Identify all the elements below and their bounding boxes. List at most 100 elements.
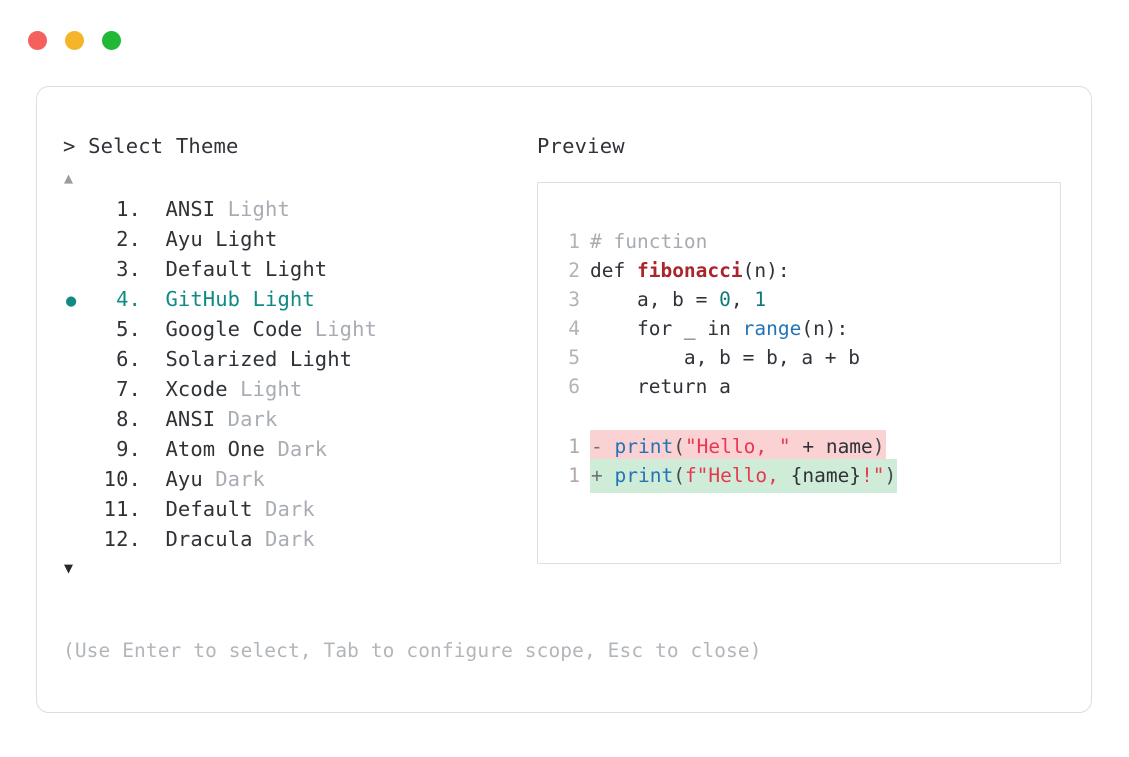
window-traffic-lights: [28, 31, 121, 50]
theme-item-index: 10.: [103, 467, 141, 491]
code-token: 1: [754, 288, 767, 311]
theme-list-item[interactable]: 11. Default Dark: [63, 494, 533, 524]
theme-item-name: Google Code: [165, 317, 315, 341]
theme-item-variant-tag: Dark: [277, 437, 328, 461]
line-number: 3: [568, 288, 580, 311]
theme-list-item[interactable]: 10. Ayu Dark: [63, 464, 533, 494]
code-line-content: # function: [590, 227, 707, 256]
code-line: 1# function: [558, 227, 1060, 256]
theme-item-variant-tag: Dark: [227, 407, 278, 431]
theme-list-item[interactable]: 2. Ayu Light: [63, 224, 533, 254]
code-token: ,: [730, 288, 755, 311]
theme-item-variant-tag: Light: [252, 287, 315, 311]
minimize-button[interactable]: [65, 31, 84, 50]
theme-item-index: 9.: [116, 437, 141, 461]
theme-item-gap: [141, 284, 165, 314]
code-token: (n):: [801, 317, 849, 340]
diff-line-removed: 1 - print("Hello, " + name): [558, 430, 1060, 464]
code-token: for _ in: [590, 317, 743, 340]
code-token: return a: [590, 375, 731, 398]
line-number: 5: [568, 346, 580, 369]
theme-item-index: 1.: [116, 197, 141, 221]
theme-item-index: 11.: [103, 497, 141, 521]
theme-list-item[interactable]: 9. Atom One Dark: [63, 434, 533, 464]
line-number: 2: [568, 259, 580, 282]
code-token: "Hello, ": [684, 435, 791, 458]
selected-bullet-icon: ●: [66, 291, 77, 311]
code-token: fibonacci: [636, 259, 743, 282]
theme-list-item[interactable]: 1. ANSI Light: [63, 194, 533, 224]
keyboard-hint: (Use Enter to select, Tab to configure s…: [63, 639, 762, 662]
theme-item-index: 7.: [116, 377, 141, 401]
line-number: 1: [568, 464, 580, 487]
code-token: f"Hello,: [684, 464, 791, 487]
theme-item-name: Solarized: [165, 347, 290, 371]
diff-highlight: - print("Hello, " + name): [590, 430, 886, 464]
close-button[interactable]: [28, 31, 47, 50]
theme-item-name: Xcode: [165, 377, 241, 401]
code-token: (: [673, 435, 685, 458]
maximize-button[interactable]: [102, 31, 121, 50]
theme-item-variant-tag: Dark: [215, 467, 266, 491]
code-line: 2 def fibonacci(n):: [558, 256, 1060, 285]
theme-item-variant-tag: Light: [215, 227, 278, 251]
theme-item-gap: [141, 344, 165, 374]
theme-list-item[interactable]: 3. Default Light: [63, 254, 533, 284]
code-line-content: a, b = b, a + b: [590, 343, 860, 372]
theme-item-name: Ayu: [165, 467, 216, 491]
theme-item-gap: [141, 224, 165, 254]
theme-list-item[interactable]: 8. ANSI Dark: [63, 404, 533, 434]
theme-item-index: 5.: [116, 317, 141, 341]
code-token: print: [614, 435, 674, 458]
code-line: 4 for _ in range(n):: [558, 314, 1060, 343]
theme-item-variant-tag: Light: [314, 317, 377, 341]
code-token: 0: [719, 288, 731, 311]
theme-list-item[interactable]: 7. Xcode Light: [63, 374, 533, 404]
theme-item-gap: [141, 314, 165, 344]
code-token: !": [861, 464, 885, 487]
theme-item-index: 2.: [116, 227, 141, 251]
theme-item-index: 4.: [116, 287, 141, 311]
code-token: ): [872, 435, 885, 458]
code-spacer: [558, 401, 1060, 430]
theme-item-name: ANSI: [165, 407, 228, 431]
code-line-content: for _ in range(n):: [590, 314, 848, 343]
theme-item-gap: [141, 194, 165, 224]
theme-item-name: GitHub: [165, 287, 253, 311]
code-token: (: [673, 464, 685, 487]
theme-list-item[interactable]: ● 4. GitHub Light: [63, 284, 533, 314]
code-token: + name: [790, 435, 873, 458]
theme-item-index: 3.: [116, 257, 141, 281]
theme-item-index: 8.: [116, 407, 141, 431]
theme-list-item[interactable]: 12. Dracula Dark: [63, 524, 533, 554]
theme-item-variant-tag: Light: [265, 257, 328, 281]
scroll-down-arrow-icon[interactable]: ▼: [64, 559, 74, 577]
line-number: 1: [568, 435, 580, 458]
line-number: 4: [568, 317, 580, 340]
code-token: ): [884, 464, 897, 487]
theme-item-variant-tag: Dark: [265, 527, 315, 551]
diff-marker: +: [591, 464, 615, 487]
code-line: 3 a, b = 0, 1: [558, 285, 1060, 314]
theme-item-name: Dracula: [165, 527, 265, 551]
theme-list-item[interactable]: 5. Google Code Light: [63, 314, 533, 344]
scroll-up-arrow-icon[interactable]: ▲: [64, 169, 74, 187]
code-line: 5 a, b = b, a + b: [558, 343, 1060, 372]
theme-item-gap: [141, 464, 165, 494]
code-line: 6 return a: [558, 372, 1060, 401]
code-line-content: def fibonacci(n):: [590, 256, 790, 285]
theme-item-name: Default: [165, 497, 265, 521]
code-line-content: a, b = 0, 1: [590, 285, 766, 314]
theme-item-gap: [141, 374, 165, 404]
diff-highlight: + print(f"Hello, {name}!"): [590, 459, 898, 493]
theme-item-variant-tag: Dark: [265, 497, 315, 521]
theme-item-gap: [141, 494, 165, 524]
theme-list-item[interactable]: 6. Solarized Light: [63, 344, 533, 374]
code-token: a, b = b, a + b: [590, 346, 861, 369]
theme-item-variant-tag: Light: [289, 347, 353, 371]
theme-item-name: Ayu: [165, 227, 216, 251]
